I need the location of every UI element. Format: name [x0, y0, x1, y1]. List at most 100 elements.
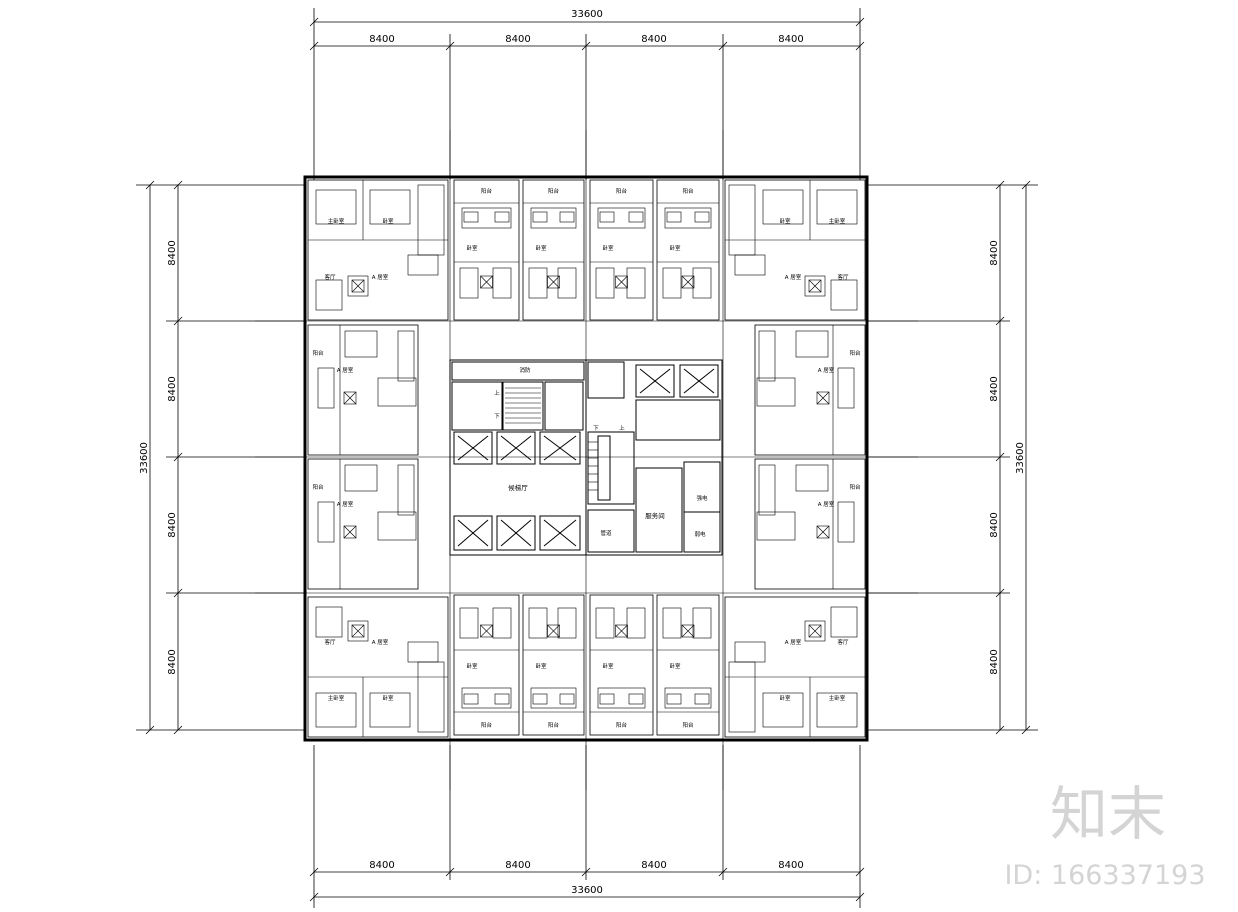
core-elevator-hall-label: 候梯厅 — [508, 483, 528, 492]
unit-wall — [756, 511, 796, 541]
unit-wall — [681, 275, 695, 289]
room-label: 阳台 — [548, 721, 560, 729]
dim-top-bay-3: 8400 — [641, 34, 666, 45]
dim-bottom-bay-2: 8400 — [505, 860, 530, 871]
unit-wall — [816, 189, 858, 225]
unit-wall — [816, 391, 830, 405]
room-label: 卧室 — [535, 662, 547, 670]
room-label: A 居室 — [818, 500, 835, 508]
unit-wall — [494, 693, 510, 705]
unit-wall — [343, 391, 357, 405]
unit-wall — [837, 367, 855, 409]
room-label: 主卧室 — [829, 217, 846, 225]
unit-wall — [547, 624, 560, 638]
room-label: 卧室 — [382, 217, 394, 225]
unit-wall — [343, 391, 357, 405]
right-dimension-lines — [868, 180, 1038, 735]
dim-bottom-bay-4: 8400 — [778, 860, 803, 871]
unit-wall — [559, 693, 575, 705]
unit-wall — [369, 189, 411, 225]
unit-wall — [734, 254, 766, 276]
unit-wall — [615, 624, 628, 638]
unit-wall — [595, 267, 615, 299]
core-weak-elec-label: 弱电 — [694, 530, 706, 538]
unit-wall — [547, 275, 560, 289]
unit-wall — [532, 693, 548, 705]
unit-wall — [351, 279, 365, 293]
room-label: 卧室 — [669, 662, 681, 670]
unit-wall — [532, 211, 548, 223]
unit-wall — [626, 607, 646, 639]
top-dimension-lines — [309, 8, 865, 180]
dim-right-bay-3: 8400 — [989, 512, 1000, 537]
room-label: A 居室 — [372, 638, 389, 646]
unit-wall — [557, 267, 577, 299]
unit-wall — [816, 692, 858, 728]
unit-wall — [480, 275, 493, 289]
unit-wall — [407, 254, 439, 276]
unit-wall — [377, 511, 417, 541]
dim-bottom-bay-1: 8400 — [369, 860, 394, 871]
building-outer-wall — [303, 175, 869, 742]
unit-wall — [816, 525, 830, 539]
unit-wall — [530, 207, 577, 229]
unit-wall — [694, 693, 710, 705]
unit-wall — [808, 624, 822, 638]
unit-wall — [628, 211, 644, 223]
unit-wall — [762, 692, 804, 728]
room-label: A 居室 — [337, 500, 354, 508]
unit-wall — [597, 207, 646, 229]
unit-wall — [528, 267, 548, 299]
room-label: A 居室 — [337, 366, 354, 374]
unit-wall — [547, 624, 560, 638]
room-label: 阳台 — [616, 187, 628, 195]
unit-wall — [307, 179, 449, 321]
unit-wall — [343, 525, 357, 539]
dim-top-bay-2: 8400 — [505, 34, 530, 45]
dim-left-bay-2: 8400 — [167, 376, 178, 401]
dim-top-total: 33600 — [571, 9, 603, 20]
unit-wall — [724, 179, 866, 321]
unit-wall — [494, 211, 510, 223]
unit-wall — [557, 607, 577, 639]
unit-wall — [804, 275, 826, 297]
unit-wall — [315, 189, 357, 225]
unit-wall — [417, 184, 445, 256]
unit-wall — [530, 687, 577, 709]
dim-bottom-bay-3: 8400 — [641, 860, 666, 871]
unit-wall — [681, 624, 695, 638]
unit-wall — [347, 620, 369, 642]
dim-right-total: 33600 — [1015, 442, 1026, 474]
unit-wall — [459, 607, 479, 639]
room-label: A 居室 — [785, 273, 802, 281]
unit-wall — [351, 624, 365, 638]
room-label: 卧室 — [602, 662, 614, 670]
dim-bottom-total: 33600 — [571, 885, 603, 896]
unit-wall — [816, 525, 830, 539]
room-label: 阳台 — [312, 483, 324, 491]
room-label: 主卧室 — [328, 217, 345, 225]
unit-wall — [808, 279, 822, 293]
dim-top-bay-4: 8400 — [778, 34, 803, 45]
unit-wall — [728, 661, 756, 733]
unit-wall — [599, 693, 615, 705]
room-label: 客厅 — [837, 273, 849, 281]
unit-wall — [692, 607, 712, 639]
unit-wall — [369, 692, 411, 728]
room-label: A 居室 — [372, 273, 389, 281]
unit-wall — [662, 267, 682, 299]
unit-wall — [344, 330, 378, 358]
core-corridor-label: 管道 — [600, 529, 612, 537]
unit-wall — [724, 596, 866, 738]
unit-wall — [522, 179, 585, 321]
room-label: A 居室 — [818, 366, 835, 374]
room-label: 卧室 — [466, 244, 478, 252]
unit-wall — [480, 624, 493, 638]
room-label: 客厅 — [324, 638, 336, 646]
room-label: 阳台 — [849, 483, 861, 491]
unit-wall — [461, 207, 512, 229]
unit-wall — [681, 624, 695, 638]
room-label: 卧室 — [382, 694, 394, 702]
unit-wall — [754, 324, 866, 456]
